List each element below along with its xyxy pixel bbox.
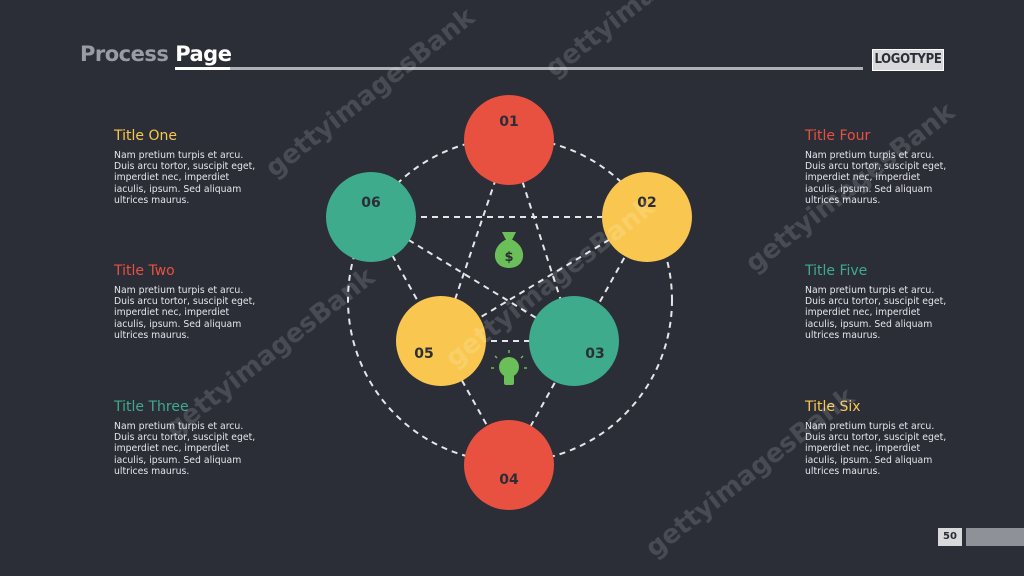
node-label: 02 [637, 195, 656, 211]
block-title: Title Five [805, 263, 868, 279]
node-05: 05 [396, 296, 486, 386]
block-title: Title Six [805, 399, 861, 415]
logotype-badge: LOGOTYPE [872, 49, 944, 71]
block-body: Nam pretium turpis et arcu.Duis arcu tor… [114, 150, 256, 206]
page-number: 50 [938, 528, 962, 546]
block-title: Title Three [114, 399, 189, 415]
node-03: 03 [529, 296, 619, 386]
page-title: Process Page [80, 42, 232, 70]
block-body: Nam pretium turpis et arcu.Duis arcu tor… [114, 421, 256, 477]
star-connectors [370, 139, 648, 466]
node-label: 04 [499, 472, 519, 488]
header-rule [230, 67, 863, 70]
block-body: Nam pretium turpis et arcu.Duis arcu tor… [805, 150, 947, 206]
page-title-part1: Process [80, 42, 176, 66]
node-label: 03 [585, 346, 604, 362]
node-label: 05 [414, 346, 433, 362]
text-block-6: Title Six Nam pretium turpis et arcu.Dui… [805, 399, 955, 477]
text-block-1: Title One Nam pretium turpis et arcu.Dui… [114, 128, 264, 206]
connector-06-04 [370, 216, 510, 466]
node-06: 06 [326, 172, 416, 262]
text-block-4: Title Four Nam pretium turpis et arcu.Du… [805, 128, 955, 206]
dollar-symbol: $ [504, 250, 513, 265]
node-01: 01 [464, 95, 554, 185]
node-label: 06 [361, 195, 380, 211]
lightbulb-icon [491, 350, 527, 385]
block-body: Nam pretium turpis et arcu.Duis arcu tor… [114, 285, 256, 341]
page-title-part2: Page [175, 42, 232, 70]
block-title: Title Two [114, 263, 175, 279]
node-02: 02 [602, 172, 692, 262]
text-block-5: Title Five Nam pretium turpis et arcu.Du… [805, 263, 955, 341]
block-body: Nam pretium turpis et arcu.Duis arcu tor… [805, 421, 947, 477]
text-block-2: Title Two Nam pretium turpis et arcu.Dui… [114, 263, 264, 341]
connector-04-02 [508, 216, 648, 466]
block-title: Title One [114, 128, 177, 144]
node-04: 04 [464, 420, 554, 510]
node-label: 01 [499, 114, 518, 130]
text-block-3: Title Three Nam pretium turpis et arcu.D… [114, 399, 264, 477]
money-bag-icon: $ [494, 232, 524, 268]
block-title: Title Four [805, 128, 871, 144]
block-body: Nam pretium turpis et arcu.Duis arcu tor… [805, 285, 947, 341]
page-footer-bar [966, 528, 1024, 546]
